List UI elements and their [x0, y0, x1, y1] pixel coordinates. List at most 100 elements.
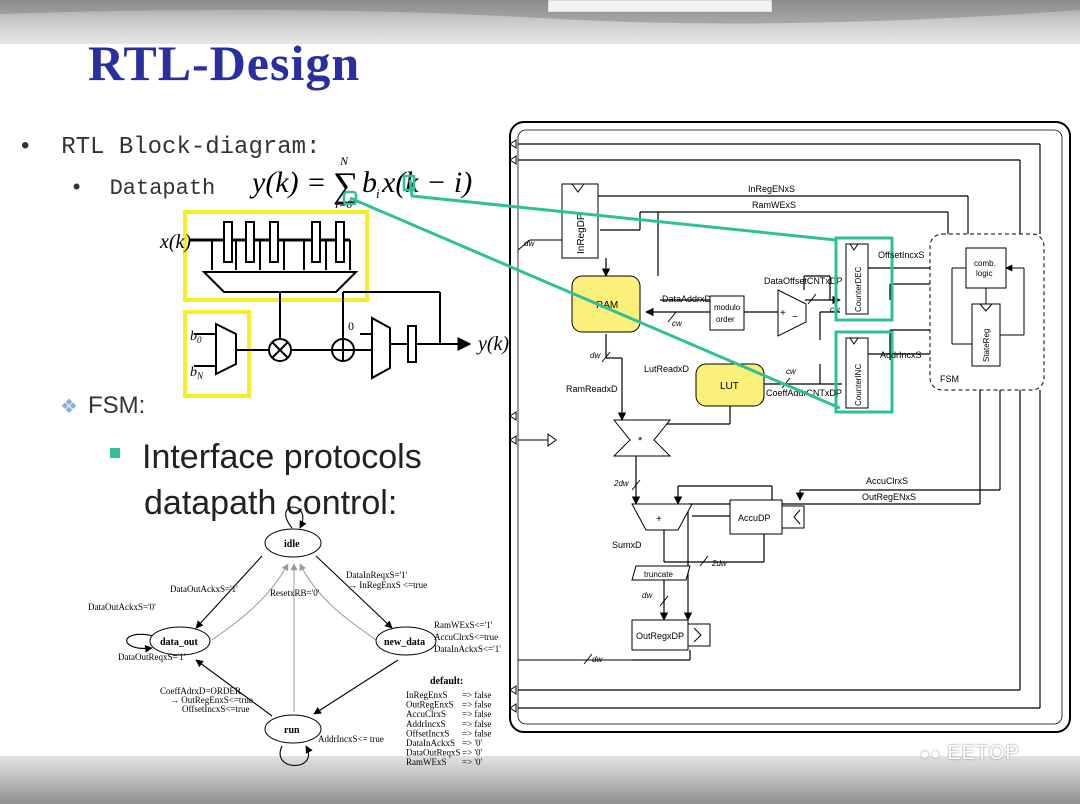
default-signal: DataInAckxS	[406, 738, 455, 748]
run-out-action-1: → OutRegEnxS<=true	[170, 695, 253, 705]
dw-label-out: dw	[592, 655, 603, 664]
watermark-text: EETOP	[947, 742, 1020, 764]
state-new-data	[375, 626, 437, 656]
adder-plus: +	[780, 308, 786, 319]
comb-label-1: comb.	[974, 259, 996, 268]
formula-upper: N	[339, 154, 349, 168]
top-wave-decoration	[0, 0, 1080, 24]
state-data-out-label: data_out	[160, 637, 198, 648]
statereg-label: StateReg	[982, 329, 991, 362]
out-req-label: DataOutReqxS='1'	[118, 652, 186, 662]
lut-block	[695, 363, 765, 407]
default-signal: DataOutReqxS	[406, 748, 461, 758]
wechat-icon: ●●	[920, 746, 942, 763]
modulo-block	[709, 295, 745, 331]
inregen-label: InRegENxS	[748, 184, 795, 194]
highlight-counterinc	[834, 330, 894, 414]
new-action-1: RamWExS<='1'	[434, 620, 493, 630]
default-value: => false	[462, 700, 491, 710]
new-action-2: AccuClrxS<=true	[434, 632, 498, 642]
slide-title: RTL-Design	[88, 35, 361, 91]
top-band	[0, 0, 1080, 44]
default-value: => '0'	[462, 748, 483, 758]
fir-formula: y(k) = ∑ N i=0 b i x(k − i)	[249, 154, 472, 211]
formula-x: x(k − i)	[381, 166, 472, 199]
outregen-label: OutRegENxS	[862, 492, 916, 502]
bullet-rtl-block-diagram: • RTL Block-diagram:	[18, 134, 321, 161]
dw-label-in: dw	[524, 239, 535, 248]
inregdp-label: InRegDP	[576, 213, 587, 254]
formula-b: b	[362, 166, 377, 199]
inregdp-block	[561, 183, 599, 259]
lutread-label: LutReadxD	[644, 364, 690, 374]
truncate-label: truncate	[644, 570, 673, 579]
cw-label-coef: cw	[786, 367, 797, 376]
idle-new-cond: DataInReqxS='1'	[346, 570, 408, 580]
formula-b-sub: i	[376, 186, 380, 201]
fsm-state-diagram: idle data_out new_data run ResetxRB='0' …	[88, 506, 501, 767]
bullet-datapath: • Datapath	[70, 176, 216, 201]
highlight-coef-mux	[183, 310, 251, 398]
idle-new-action: → InRegEnxS <=true	[348, 580, 427, 590]
reset-label: ResetxRB='0'	[270, 588, 320, 598]
diamond-bullet-icon: ❖	[60, 396, 78, 418]
formula-lhs: y(k) =	[249, 166, 326, 199]
highlight-register-chain	[183, 210, 369, 302]
interface-line-2: datapath control:	[144, 484, 398, 522]
modulo-label-2: order	[716, 315, 735, 324]
truncate-block	[631, 565, 691, 581]
square-bullet-icon	[110, 448, 120, 459]
outregdp-block	[631, 619, 689, 651]
sum-label: SumxD	[612, 540, 642, 550]
bullet-datapath-text: Datapath	[109, 176, 216, 201]
state-run	[264, 714, 322, 744]
default-value: => false	[462, 690, 491, 700]
state-new-data-label: new_data	[384, 637, 425, 648]
dataoffset-label: DataOffsetCNTxDP	[764, 276, 842, 286]
modulo-label-1: modulo	[714, 303, 741, 312]
state-idle-label: idle	[284, 539, 300, 550]
fsm-block-label: FSM	[940, 374, 959, 384]
default-signal: InRegEnxS	[406, 690, 448, 700]
default-signal: AddrIncxS	[406, 719, 446, 729]
coef-bn-label: bN	[190, 365, 204, 381]
watermark: ●● EETOP	[920, 742, 1020, 765]
state-data-out	[149, 626, 211, 656]
cw-label-ram: cw	[672, 319, 683, 328]
outregdp-label: OutRegxDP	[636, 631, 684, 641]
default-title: default:	[430, 676, 463, 687]
default-signal: OffsetIncxS	[406, 728, 449, 738]
default-signal: RamWExS	[406, 757, 447, 767]
zero-label: 0	[348, 319, 354, 333]
teal-connectors	[349, 179, 841, 410]
run-out-cond: CoeffAdrxD=ORDER	[160, 686, 241, 696]
2dw-label-mult: 2dw	[613, 479, 630, 488]
ramread-label: RamReadxD	[566, 384, 618, 394]
offset-adder	[777, 289, 807, 337]
2dw-label-accu: 2dw	[711, 559, 728, 568]
comb-label-2: logic	[976, 269, 992, 278]
accudp-label: AccuDP	[738, 513, 771, 523]
fsm-heading: ❖ FSM:	[60, 392, 145, 420]
interface-line-1: Interface protocols	[142, 438, 422, 476]
accuclr-label: AccuClrxS	[866, 476, 908, 486]
multiplier-block	[612, 419, 672, 457]
addrinc-label: AddrIncxS	[880, 350, 922, 360]
run-out-action-2: OffsetIncxS<=true	[182, 704, 249, 714]
adder-minus: −	[792, 312, 798, 323]
default-value: => '0'	[462, 757, 483, 767]
state-run-label: run	[284, 725, 300, 736]
run-self-action: AddrIncxS<= true	[318, 734, 384, 744]
comb-logic-block	[965, 247, 1007, 289]
default-value: => false	[462, 719, 491, 729]
fsm-heading-text: FSM:	[87, 392, 146, 419]
datapath-sketch: x(k) b0 bN 0 y(k)	[159, 210, 509, 398]
bullet-rtl-text: RTL Block-diagram:	[61, 134, 321, 161]
out-idle-cond: DataOutAckxS='1'	[170, 584, 238, 594]
interface-protocols-text: Interface protocols datapath control:	[110, 434, 422, 526]
default-value: => '0'	[462, 738, 483, 748]
mult-label: *	[638, 435, 643, 447]
dw-label-trunc: dw	[642, 591, 653, 600]
dataaddr-label: DataAddrxD	[662, 294, 712, 304]
